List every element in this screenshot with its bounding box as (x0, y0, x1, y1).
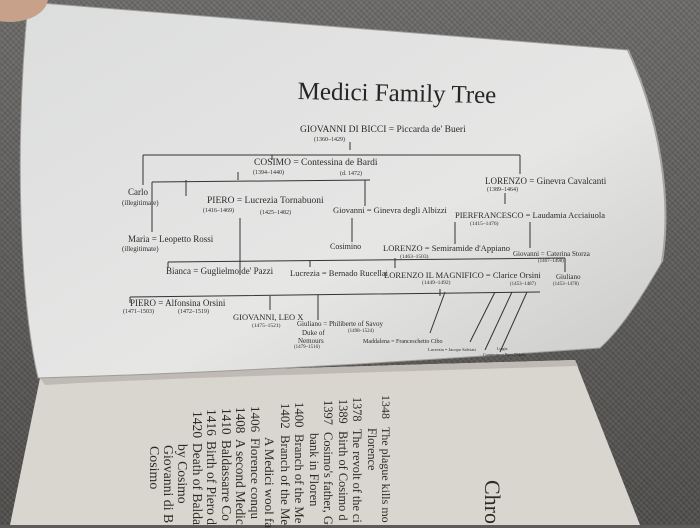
lorenzo-semiramide-dates: (1463–1503) (400, 254, 429, 260)
giovanni-leo-dates: (1475–1521) (252, 323, 281, 329)
tree-title: Medici Family Tree (297, 78, 497, 110)
thumb (0, 0, 48, 22)
giovanni-storza: Giovanni = Caterina Storza (513, 250, 590, 258)
contessina-ridolfi: Contessina = Piero Ridolfi (483, 352, 526, 357)
duke: Duke of (302, 329, 325, 337)
giovanni-albizzi: Giovanni = Ginevra degli Albizzi (333, 205, 447, 215)
giovanni-storza-dates: (1467–1498) (538, 259, 564, 264)
contessina-dates: (d. 1472) (340, 171, 362, 177)
clarice-dates: (1453–1487) (510, 282, 536, 287)
lucrezia-t-dates: (1425–1482) (260, 210, 291, 216)
maddalena: Maddalena = Franceschetto Cibo (363, 339, 443, 345)
lucrezia-salviati: Lucrezia = Jacopo Salviati (428, 347, 476, 352)
lorenzo-semiramide: LORENZO = Semiramide d'Appiano (383, 243, 510, 253)
cosimino: Cosimino (330, 242, 362, 251)
piero-dates: (1416–1469) (203, 208, 234, 214)
giuliano-dates: (1453–1478) (553, 282, 579, 287)
piero-orsini-dates: (1471–1503) (123, 309, 154, 315)
cosimo: COSIMO = Contessina de Bardi (254, 158, 378, 168)
lucrezia-rucellai: Lucrezia = Bernado Rucellai (290, 268, 389, 278)
giovanni-di-bicci-dates: (1360–1429) (314, 137, 345, 143)
carlo: Carlo (128, 187, 148, 197)
maria: Maria = Leopetto Rossi (128, 234, 214, 244)
cosimo-dates: (1394–1440) (253, 170, 284, 176)
lorenzo-magnifico: LORENZO IL MAGNIFICO = Clarice Orsini (384, 270, 541, 280)
alfonsina-dates: (1472–1519) (178, 309, 209, 315)
giovanni-di-bicci: GIOVANNI DI BICCI = Piccarda de' Bueri (300, 125, 466, 135)
philiberte-dates: (1498–1524) (348, 329, 374, 334)
giuliano-savoy: Giuliano = Philiberte of Savoy (297, 320, 383, 328)
lorenzo-magnifico-dates: (1449–1492) (422, 280, 451, 286)
bianca: Bianca = Guglielmo de' Pazzi (166, 266, 274, 276)
lorenzo-elder-dates: (1389–1464) (487, 187, 518, 193)
lorenzo-elder: LORENZO = Ginevra Cavalcanti (485, 176, 607, 186)
luigia: Luigia (497, 346, 508, 351)
pierfrancesco: PIERFRANCESCO = Laudamia Acciaiuola (455, 210, 605, 220)
piero-orsini: PIERO = Alfonsina Orsini (130, 298, 226, 308)
piero: PIERO = Lucrezia Tornabuoni (207, 196, 324, 206)
carlo-note: (illegitimate) (122, 199, 159, 207)
giuliano-savoy-dates: (1479–1516) (294, 345, 320, 350)
nemours: Nemours (298, 337, 324, 345)
giovanni-leo: GIOVANNI, LEO X (233, 312, 304, 322)
giuliano: Giuliano (556, 273, 581, 281)
pierfrancesco-dates: (1415–1476) (470, 221, 499, 227)
maria-note: (illegitimate) (122, 245, 159, 253)
